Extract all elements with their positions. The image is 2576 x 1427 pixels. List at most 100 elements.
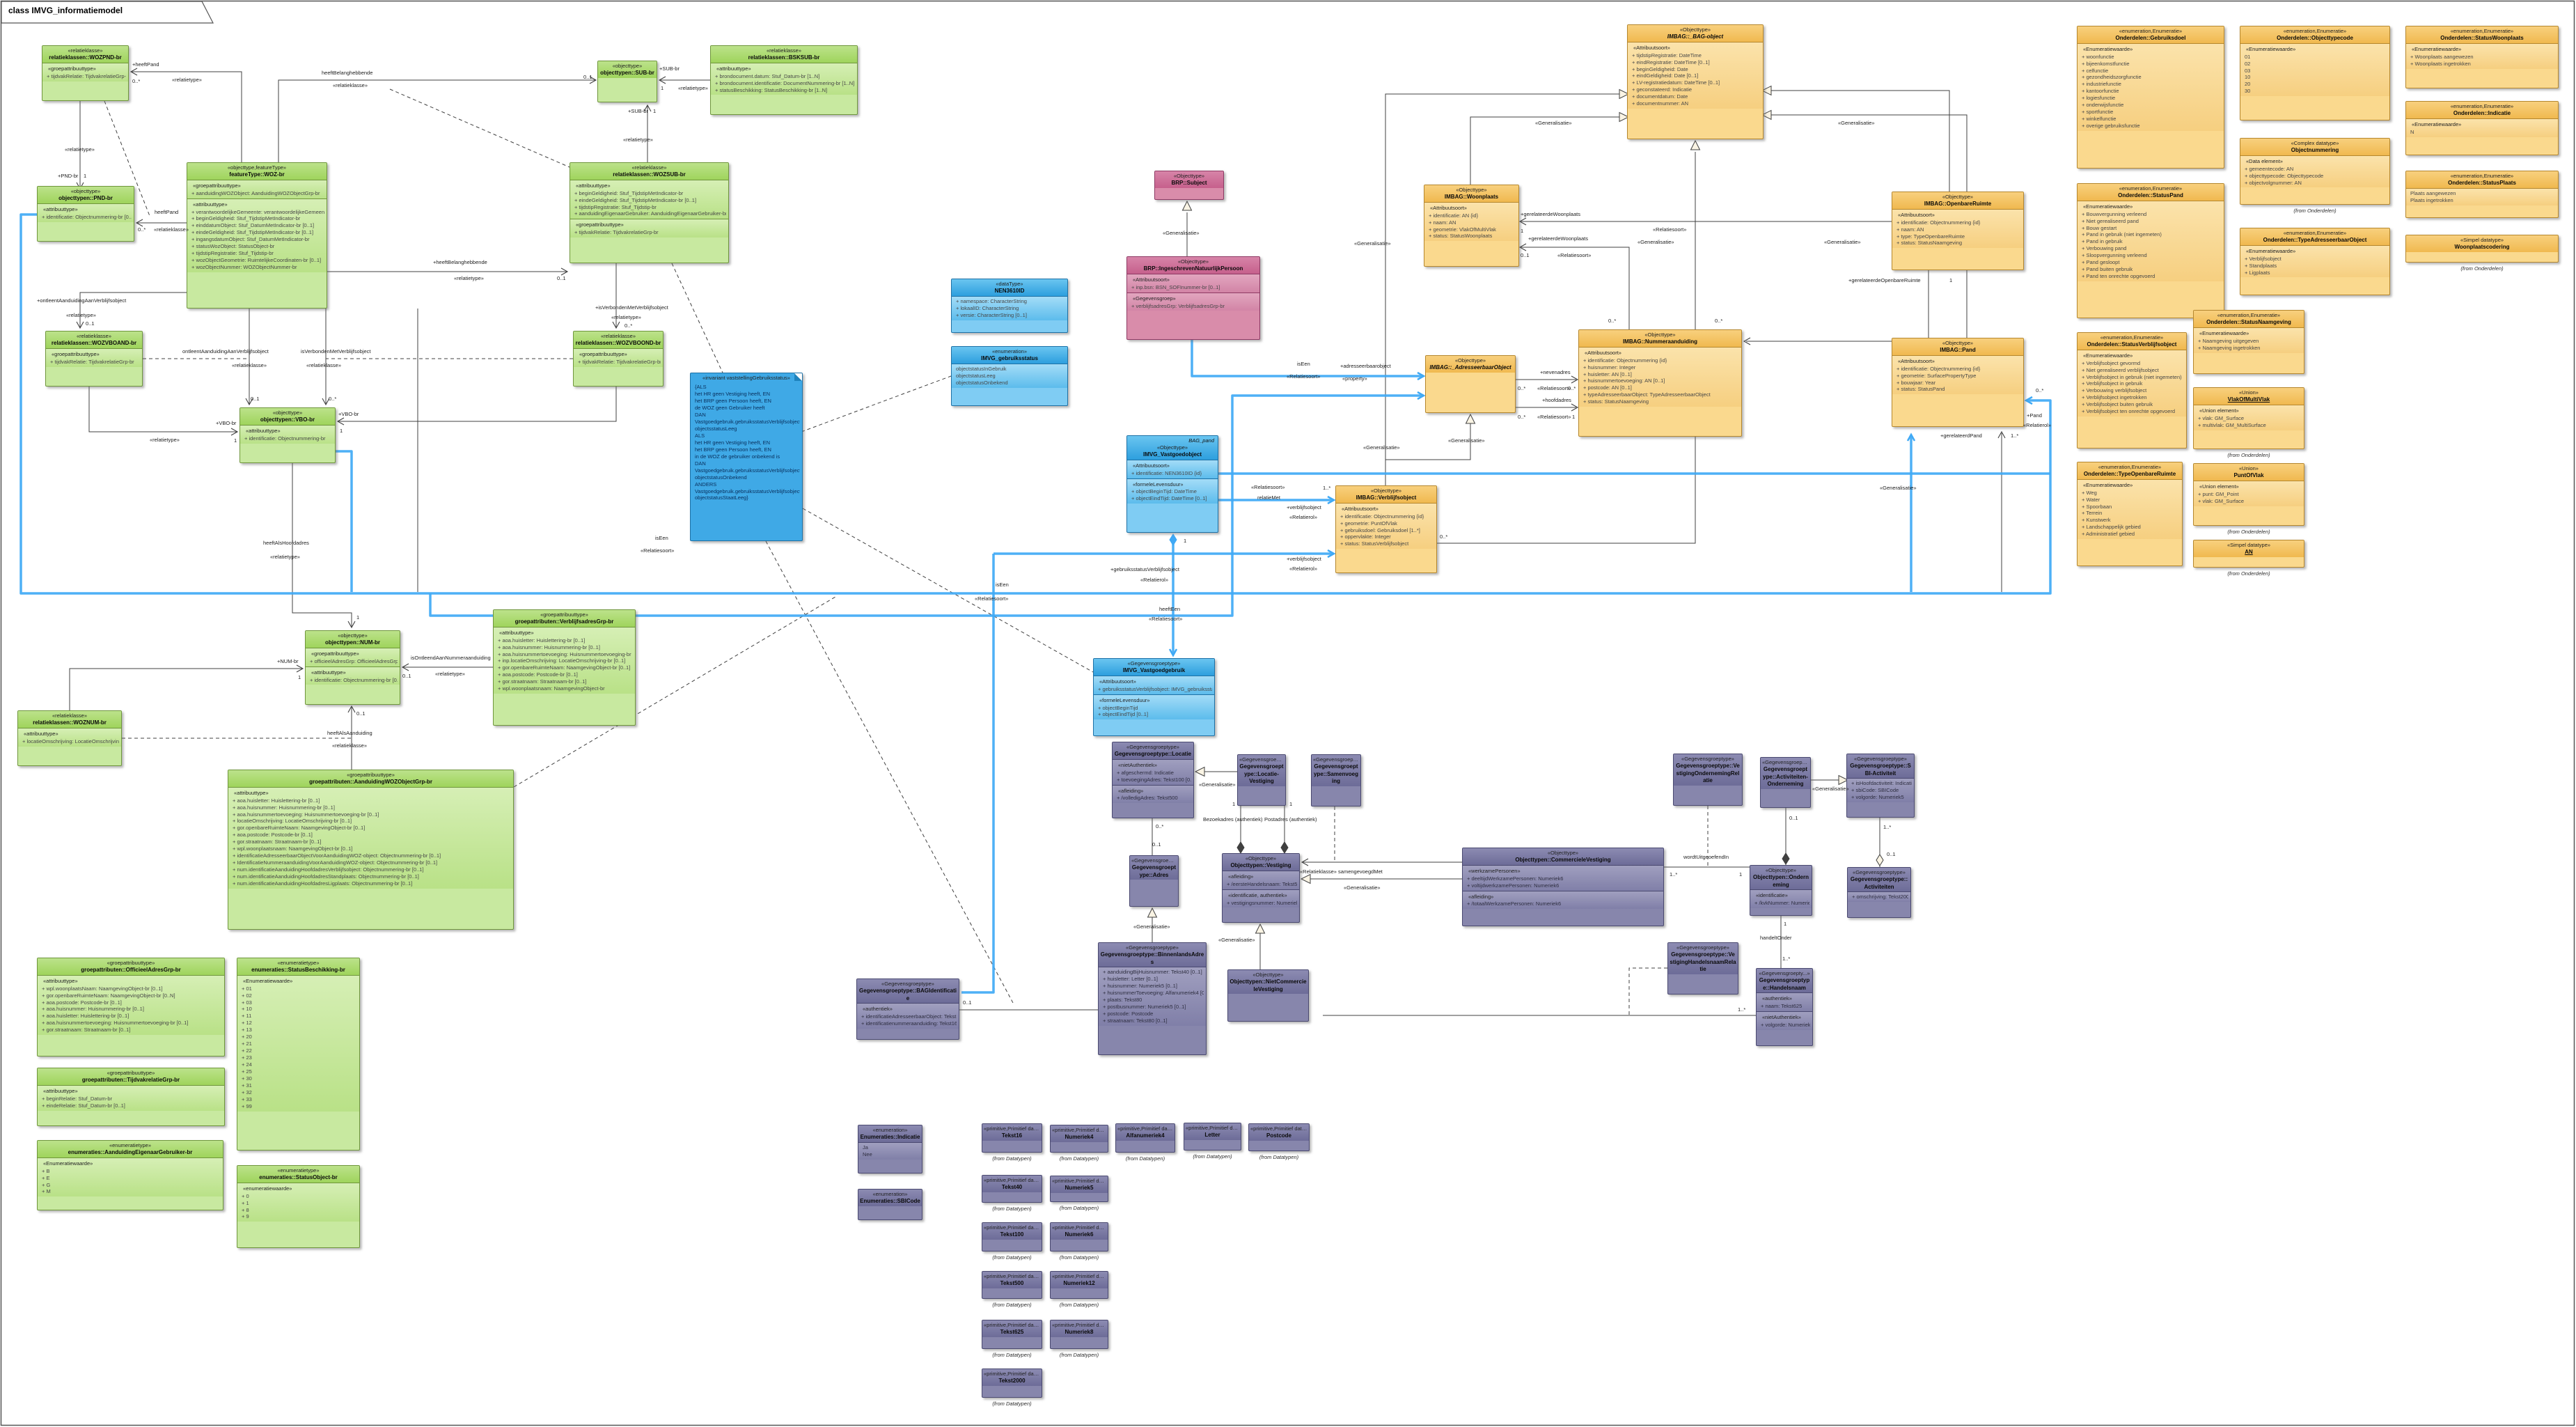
class-box-onderdelen-indicatie[interactable]: «enumeration,Enumeratie»Onderdelen::Indi… xyxy=(2405,101,2559,155)
class-box-numeriek5[interactable]: «primitive,Primitief datatype»Numeriek5 xyxy=(1050,1176,1108,1202)
attribute-item: + statusWozObject: StatusObject-br xyxy=(191,243,275,250)
class-box-enumeraties-statusobject-br[interactable]: «enumeratietype»enumeraties::StatusObjec… xyxy=(237,1165,360,1248)
class-box-imbag-bag-object[interactable]: «Objecttype»IMBAG::_BAG-object«Attribuut… xyxy=(1627,24,1764,139)
class-box-gegevensgroeptype-vestiginghandelsnaamrelatie[interactable]: «Gegevensgroeptype»Gegevensgroeptype::Ve… xyxy=(1667,942,1738,995)
class-box-an[interactable]: «Simpel datatype»AN xyxy=(2193,540,2304,568)
relationship-line[interactable] xyxy=(1437,437,1696,544)
class-box-tekst2000[interactable]: «primitive,Primitief datatype»Tekst2000 xyxy=(982,1368,1042,1398)
class-box-gegevensgroeptype-vestigingondernemingrelatie[interactable]: «Gegevensgroeptype»Gegevensgroeptype::Ve… xyxy=(1673,754,1743,806)
class-box-gegevensgroeptype-adres[interactable]: «Gegevensgroeptype»Gegevensgroeptype::Ad… xyxy=(1129,855,1179,907)
class-box-relatieklassen-wozpnd-br[interactable]: «relatieklasse»relatieklassen::WOZPND-br… xyxy=(42,45,129,101)
class-box-alfanumeriek4[interactable]: «primitive,Primitief datatype»Alfanumeri… xyxy=(1115,1123,1175,1153)
compartment-header: «afleiding» xyxy=(1468,893,1494,900)
class-box-tekst625[interactable]: «primitive,Primitief datatype»Tekst625 xyxy=(982,1320,1042,1349)
class-box-tekst100[interactable]: «primitive,Primitief datatype»Tekst100 xyxy=(982,1222,1042,1251)
class-box-relatieklassen-wozvboond-br[interactable]: «relatieklasse»relatieklassen::WOZVBOOND… xyxy=(573,331,663,387)
class-box-brp-ingeschrevennatuurlijkpersoon[interactable]: «Objecttype»BRP::IngeschrevenNatuurlijkP… xyxy=(1126,256,1260,340)
class-box-objecttypen-num-br[interactable]: «objecttype»objecttypen::NUM-br«groepatt… xyxy=(305,630,400,705)
class-box-relatieklassen-woznum-br[interactable]: «relatieklasse»relatieklassen::WOZNUM-br… xyxy=(17,710,122,766)
class-box-imbag-nummeraanduiding[interactable]: «Objecttype»IMBAG::Nummeraanduiding«Attr… xyxy=(1578,329,1742,437)
class-box-gegevensgroeptype-activiteiten-onderneming[interactable]: «Gegevensgroeptype»Gegevensgroeptype::Ac… xyxy=(1760,757,1811,808)
relationship-line[interactable] xyxy=(131,71,242,162)
class-box-onderdelen-typeadresseerbaarobject[interactable]: «enumeration,Enumeratie»Onderdelen::Type… xyxy=(2240,228,2390,295)
class-box-numeriek8[interactable]: «primitive,Primitief datatype»Numeriek8 xyxy=(1050,1320,1108,1349)
relationship-line[interactable] xyxy=(801,375,952,432)
relationship-line[interactable] xyxy=(1766,90,1950,192)
relationship-line-blue[interactable] xyxy=(336,450,353,592)
class-box-imvg-vastgoedgebruik[interactable]: «Gegevensgroeptype»IMVG_Vastgoedgebruik«… xyxy=(1093,658,1215,736)
relationship-line[interactable] xyxy=(1470,116,1625,185)
class-box-objecttypen-nietcommercielevestiging[interactable]: «Objecttype»Objecttypen::NietCommerciele… xyxy=(1227,969,1309,1022)
class-box-postcode[interactable]: «primitive,Primitief datatype»Postcode xyxy=(1248,1123,1310,1151)
class-box-objecttypen-pnd-br[interactable]: «objecttype»objecttypen::PND-br«attribuu… xyxy=(37,186,134,242)
class-box-gegevensgroeptype-handelsnaam[interactable]: «Gegevensgroepty...»Gegevensgroeptype::H… xyxy=(1756,968,1813,1046)
class-box-imbag-woonplaats[interactable]: «Objecttype»IMBAG::Woonplaats«Attribuuts… xyxy=(1424,185,1519,267)
class-box-objectnummering[interactable]: «Complex datatype»Objectnummering«Data e… xyxy=(2240,138,2390,205)
class-box-gegevensgroeptype-locatie-vestiging[interactable]: «Gegevensgroeptype»Gegevensgroeptype::Lo… xyxy=(1237,754,1286,806)
class-box-note-20[interactable]: «invariant vaststellingGebruiksstatus»{A… xyxy=(690,373,803,541)
edge-label: isEen xyxy=(996,582,1009,588)
class-box-gegevensgroeptype-binnenlandsadres[interactable]: «Gegevensgroeptype»Gegevensgroeptype::Bi… xyxy=(1098,942,1207,1055)
class-box-imbag-verblijfsobject[interactable]: «Objecttype»IMBAG::Verblijfsobject«Attri… xyxy=(1335,485,1437,573)
class-box-featuretype-woz-br[interactable]: «objecttype,featureType»featureType::WOZ… xyxy=(187,162,327,309)
class-box-groepattributen-aanduidingwozobjectgrp-br[interactable]: «groepattribuuttype»groepattributen::Aan… xyxy=(228,770,514,930)
stereotype-label: «Objecttype» xyxy=(1454,357,1486,364)
class-box-objecttypen-onderneming[interactable]: «Objecttype»Objecttypen::Onderneming«ide… xyxy=(1750,865,1812,916)
class-box-objecttypen-sub-br[interactable]: «objecttype»objecttypen::SUB-br xyxy=(597,61,657,102)
relationship-line[interactable] xyxy=(802,508,1094,673)
class-box-letter[interactable]: «primitive,Primitief datatype»Letter xyxy=(1184,1123,1241,1151)
class-box-onderdelen-gebruiksdoel[interactable]: «enumeration,Enumeratie»Onderdelen::Gebr… xyxy=(2077,26,2224,169)
class-box-onderdelen-statusnaamgeving[interactable]: «enumeration,Enumeratie»Onderdelen::Stat… xyxy=(2193,310,2304,374)
relationship-line[interactable] xyxy=(278,79,595,162)
relationship-line-blue[interactable] xyxy=(1191,340,1422,377)
class-box-gegevensgroeptype-sbi-activiteit[interactable]: «Gegevensgroeptype»Gegevensgroeptype::SB… xyxy=(1846,754,1915,818)
class-box-tekst40[interactable]: «primitive,Primitief datatype»Tekst40 xyxy=(982,1175,1042,1203)
class-box-onderdelen-statusverblijfsobject[interactable]: «enumeration,Enumeratie»Onderdelen::Stat… xyxy=(2077,332,2187,449)
class-box-enumeraties-statusbeschikking-br[interactable]: «enumeratietype»enumeraties::StatusBesch… xyxy=(237,958,360,1151)
class-box-gegevensgroeptype-activiteiten[interactable]: «Gegevensgroeptype»Gegevensgroeptype::Ac… xyxy=(1847,867,1911,918)
relationship-line[interactable] xyxy=(389,88,570,168)
class-box-imbag-openbareruimte[interactable]: «Objecttype»IMBAG::OpenbareRuimte«Attrib… xyxy=(1892,192,2024,270)
class-box-groepattributen-verblijfsadresgrp-br[interactable]: «groepattribuuttype»groepattributen::Ver… xyxy=(493,609,636,726)
class-box-gegevensgroeptype-bagidentificatie[interactable]: «Gegevensgroeptype»Gegevensgroeptype::BA… xyxy=(856,978,959,1040)
class-box-nen3610id[interactable]: «dataType»NEN3610ID+ namespace: Characte… xyxy=(951,279,1068,333)
class-box-imbag-adresseerbaarobject[interactable]: «Objecttype»IMBAG::_AdresseerbaarObject xyxy=(1425,355,1516,413)
class-box-numeriek12[interactable]: «primitive,Primitief datatype»Numeriek12 xyxy=(1050,1271,1108,1299)
class-box-numeriek6[interactable]: «primitive,Primitief datatype»Numeriek6 xyxy=(1050,1222,1108,1251)
class-box-relatieklassen-bsksub-br[interactable]: «relatieklasse»relatieklassen::BSKSUB-br… xyxy=(710,45,858,115)
relationship-line[interactable] xyxy=(338,387,617,422)
class-box-enumeraties-sbicode[interactable]: «enumeration»Enumeraties::SBICode xyxy=(858,1189,922,1220)
relationship-line[interactable] xyxy=(1628,967,1667,1015)
class-box-objecttypen-vbo-br[interactable]: «objecttype»objecttypen::VBO-br«attribuu… xyxy=(239,407,336,463)
class-box-enumeraties-aanduidingeigenaargebruiker-br[interactable]: «enumeratietype»enumeraties::AanduidingE… xyxy=(37,1140,223,1210)
class-box-onderdelen-statuswoonplaats[interactable]: «enumeration,Enumeratie»Onderdelen::Stat… xyxy=(2405,26,2559,88)
class-box-objecttypen-vestiging[interactable]: «Objecttype»Objecttypen::Vestiging«aflei… xyxy=(1222,853,1300,923)
class-box-imvg-vastgoedobject[interactable]: BAG_pand«Objecttype»IMVG_Vastgoedobject«… xyxy=(1126,435,1218,533)
class-box-tekst16[interactable]: «primitive,Primitief datatype»Tekst16 xyxy=(982,1123,1042,1153)
attribute-item: objectstatusOnbekend xyxy=(695,474,747,481)
class-box-gegevensgroeptype-locatie[interactable]: «Gegevensgroeptype»Gegevensgroeptype::Lo… xyxy=(1112,742,1194,818)
class-box-woonplaatscodering[interactable]: «Simpel datatype»Woonplaatscodering xyxy=(2405,235,2559,263)
class-box-onderdelen-statuspand[interactable]: «enumeration,Enumeratie»Onderdelen::Stat… xyxy=(2077,183,2224,318)
class-box-gegevensgroeptype-samenvoeging[interactable]: «Gegevensgroeptype»Gegevensgroeptype::Sa… xyxy=(1311,754,1361,806)
relationship-line-blue[interactable] xyxy=(429,394,1422,617)
relationship-line-blue[interactable] xyxy=(961,554,995,994)
class-box-onderdelen-statusplaats[interactable]: «enumeration,Enumeratie»Onderdelen::Stat… xyxy=(2405,171,2559,218)
relationship-line[interactable] xyxy=(765,540,1014,1004)
relationship-line[interactable] xyxy=(69,668,303,710)
class-box-relatieklassen-wozsub-br[interactable]: «relatieklasse»relatieklassen::WOZSUB-br… xyxy=(570,162,729,263)
class-box-puntofvlak[interactable]: «Union»PuntOfVlak«Union element»+ punt: … xyxy=(2193,463,2304,526)
class-box-numeriek4[interactable]: «primitive,Primitief datatype»Numeriek4 xyxy=(1050,1125,1108,1153)
class-box-brp-subject[interactable]: «Objecttype»BRP::Subject xyxy=(1154,171,1224,200)
class-box-groepattributen-tijdvakrelatiegrp-br[interactable]: «groepattribuuttype»groepattributen::Tij… xyxy=(37,1068,225,1126)
class-box-groepattributen-officieeladresgrp-br[interactable]: «groepattribuuttype»groepattributen::Off… xyxy=(37,958,225,1056)
class-box-relatieklassen-wozvboand-br[interactable]: «relatieklasse»relatieklassen::WOZVBOAND… xyxy=(45,331,143,387)
class-box-objecttypen-commercielevestiging[interactable]: «Objecttype»Objecttypen::CommercieleVest… xyxy=(1462,848,1664,926)
class-box-vlakofmultivlak[interactable]: «Union»VlakOfMultiVlak«Union element»+ v… xyxy=(2193,387,2304,449)
class-box-imbag-pand[interactable]: «Objecttype»IMBAG::Pand«Attribuutsoort»+… xyxy=(1892,338,2024,427)
class-box-onderdelen-typeopenbareruimte[interactable]: «enumeration,Enumeratie»Onderdelen::Type… xyxy=(2077,462,2183,566)
class-box-tekst500[interactable]: «primitive,Primitief datatype»Tekst500 xyxy=(982,1271,1042,1299)
class-box-onderdelen-objecttypecode[interactable]: «enumeration,Enumeratie»Onderdelen::Obje… xyxy=(2240,26,2390,120)
